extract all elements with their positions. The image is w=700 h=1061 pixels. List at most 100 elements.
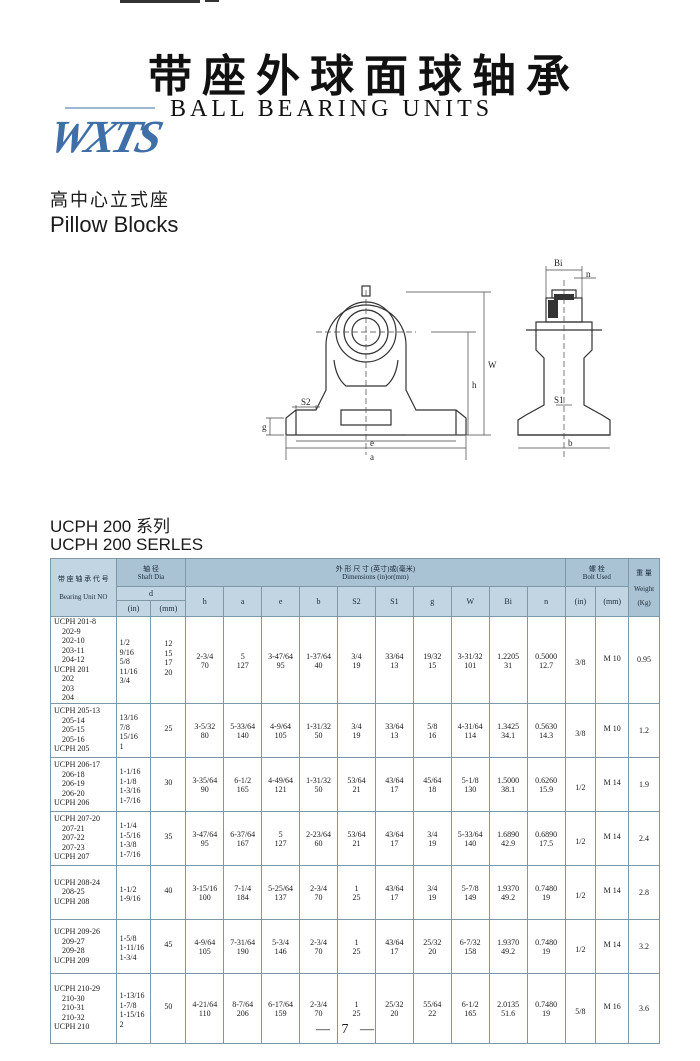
bearing-unit-no: UCPH 209-26 xyxy=(54,927,101,936)
bearing-unit-no: UCPH 210 xyxy=(54,1022,90,1032)
dim-inch-value: 4-49/64 xyxy=(268,776,294,785)
bolt-in-value: 1/2 xyxy=(575,890,586,900)
shaft-dia-in: 3/4 xyxy=(119,676,130,685)
cell-weight: 0.95 xyxy=(628,616,660,704)
bearing-unit-no: 206-19 xyxy=(62,779,85,789)
bolt-in-value: 3/8 xyxy=(575,728,586,738)
dim-mm-value: 50 xyxy=(314,731,323,740)
header-col-n: n xyxy=(526,586,566,617)
dim-mm-value: 16 xyxy=(428,731,437,740)
cell-bolt-in: 5/8 xyxy=(564,972,597,1044)
dim-inch-value: 45/64 xyxy=(423,776,442,785)
cell-bolt-mm: M 16 xyxy=(595,972,630,1044)
dim-inch-value: 4-9/64 xyxy=(270,722,292,731)
bolt-mm-value: M 10 xyxy=(603,653,621,663)
weight-value: 2.8 xyxy=(639,887,650,897)
dim-mm-value: 19 xyxy=(352,731,361,740)
cell-bolt-in: 3/8 xyxy=(564,616,597,704)
header-col-a: a xyxy=(223,586,263,617)
header-weight-en: Weight xyxy=(634,584,655,593)
shaft-dia-in: 1-7/16 xyxy=(119,795,141,805)
dim-inch-value: 25/32 xyxy=(385,1000,404,1009)
dim-inch-value: 0.6260 xyxy=(535,776,558,785)
dim-mm-value: 17 xyxy=(390,839,399,848)
bearing-unit-no: 202 xyxy=(62,674,74,683)
dim-inch-value: 33/64 xyxy=(385,651,404,661)
dim-mm-value: 190 xyxy=(236,947,249,956)
dim-inch-value: 1.6890 xyxy=(497,830,520,839)
dim-inch-value: 3/4 xyxy=(351,722,362,731)
bearing-unit-no: UCPH 209 xyxy=(54,955,90,965)
header-shaft: 轴 径 Shaft Dia xyxy=(115,558,187,587)
dim-label-n: n xyxy=(586,269,591,279)
dim-inch-value: 3-15/16 xyxy=(192,884,218,893)
dim-label-g: g xyxy=(262,422,267,432)
cell-shaft-mm: 30 xyxy=(150,756,187,812)
shaft-dia-in: 1-1/8 xyxy=(119,776,137,786)
cell-weight: 3.6 xyxy=(628,972,660,1044)
dim-inch-value: 5-33/64 xyxy=(230,722,256,731)
dim-mm-value: 25 xyxy=(352,947,361,956)
shaft-dia-in: 1-5/8 xyxy=(119,933,137,943)
dim-inch-value: 0.7480 xyxy=(535,938,558,947)
dim-inch-value: 6-17/64 xyxy=(268,1000,294,1009)
shaft-dia-in: 1-1/2 xyxy=(119,884,137,894)
dim-inch-value: 3-47/64 xyxy=(192,830,218,839)
dim-inch-value: 1.9370 xyxy=(497,938,520,947)
shaft-dia-in: 1-15/16 xyxy=(119,1010,145,1019)
header-dimensions: 外 形 尺 寸 (英寸)或(毫米) Dimensions (in)or(mm) xyxy=(185,558,566,587)
dim-mm-value: 19 xyxy=(542,893,551,902)
header-weight-cn: 重 量 xyxy=(636,568,652,577)
dim-inch-value: 0.7480 xyxy=(535,1000,558,1009)
dim-label-b: b xyxy=(568,438,573,448)
cell-shaft-mm: 40 xyxy=(150,864,187,920)
dim-inch-value: 1-31/32 xyxy=(306,722,331,731)
dim-inch-value: 0.6890 xyxy=(535,830,558,839)
header-d-mm: (mm) xyxy=(150,600,187,617)
bearing-unit-no: 207-23 xyxy=(62,842,85,852)
shaft-dia-in: 15/16 xyxy=(119,732,138,741)
bearing-unit-no: UCPH 207 xyxy=(54,852,90,862)
header-col-h: h xyxy=(185,586,225,617)
bearing-unit-no: 204-12 xyxy=(62,655,85,664)
dim-inch-value: 43/64 xyxy=(385,830,404,839)
header-dimensions-en: Dimensions (in)or(mm) xyxy=(342,572,409,581)
dim-mm-value: 159 xyxy=(274,1009,287,1018)
dim-inch-value: 6-37/64 xyxy=(230,830,256,839)
bearing-unit-no: 209-28 xyxy=(62,946,85,955)
dim-mm-value: 70 xyxy=(314,947,323,956)
header-bearing-unit: 带 座 轴 承 代 号 Bearing Unit NO xyxy=(50,558,117,617)
dim-mm-value: 100 xyxy=(198,893,211,902)
dim-inch-value: 3-47/64 xyxy=(268,651,294,661)
